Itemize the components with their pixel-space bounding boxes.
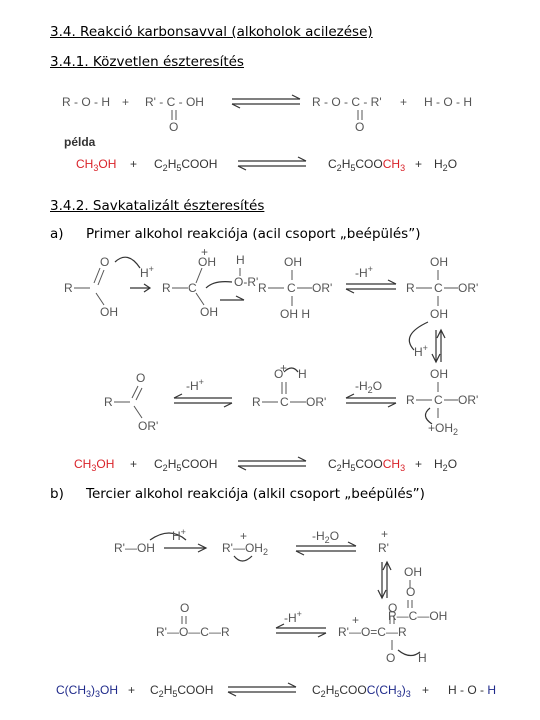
plus-sign: + [422, 683, 429, 697]
oh-h: O [386, 651, 395, 665]
minus-proton: -H+ [284, 609, 302, 625]
carbonyl-o-label: O [180, 601, 189, 615]
or-prime: OR' [458, 281, 478, 295]
plus-sign: + [201, 245, 208, 259]
oh-group: OH [430, 367, 448, 381]
acid-oh: OH [404, 565, 422, 579]
plus-sign: + [381, 527, 388, 541]
acid-chain: R—C—OH [388, 609, 447, 623]
tert-butanol: C(CH3)3OH [56, 683, 118, 699]
protonated-o: O [274, 367, 283, 381]
protonated-alcohol: R'—OH2 [222, 541, 268, 557]
plus-sign: + [280, 361, 287, 375]
carbon: C [434, 393, 443, 407]
or-prime: OR' [458, 393, 478, 407]
acid-carbonyl-oxygen: O [169, 120, 178, 134]
proton: H+ [172, 527, 186, 543]
oh2-plus: +OH2 [428, 421, 458, 437]
or-prime: OR' [306, 395, 326, 409]
carbonyl-oxygen: O [100, 255, 109, 269]
r-group: R [64, 281, 73, 295]
r-group: R [258, 281, 267, 295]
reactant-alcohol: R - O - H [62, 95, 110, 109]
product-water: H - O - H [424, 95, 472, 109]
propanoic-acid: C2H5COOH [154, 157, 217, 173]
r-group: R [162, 281, 171, 295]
reactant-acid: R' - C - OH [145, 95, 204, 109]
plus-sign: + [415, 157, 422, 171]
carbon: C [434, 281, 443, 295]
water: H - O - H [448, 683, 496, 697]
oxonium-chain: R'—O=C—R [338, 625, 407, 639]
methanol: CH3OH [74, 457, 114, 473]
example-equation-3: C(CH3)3OH + C2H5COOH C2H5COOC(CH3)3 + H … [56, 682, 496, 699]
plus-sign: + [130, 457, 137, 471]
mechanism-b: R'—OH H+ R'—OH2 + -H2O R' + OH O R—C—OH … [114, 527, 447, 665]
oh-group: OH [284, 255, 302, 269]
or-prime: OR' [138, 419, 158, 433]
oh-h-group: OH H [280, 307, 310, 321]
example-label: példa [64, 135, 96, 149]
propanoic-acid: C2H5COOH [154, 457, 217, 473]
section-title: 3.4. Reakció karbonsavval (alkoholok aci… [50, 24, 373, 40]
plus-sign: + [130, 157, 137, 171]
protonated-oh: OH [198, 255, 216, 269]
acid-carbonyl-o: O [406, 585, 415, 599]
item-a-text: Primer alkohol reakciója (acil csoport „… [86, 226, 421, 242]
hydrogen: H [236, 253, 245, 267]
minus-water: -H2O [312, 529, 339, 545]
carbon: C [188, 281, 197, 295]
plus-sign: + [128, 683, 135, 697]
item-b-text: Tercier alkohol reakciója (alkil csoport… [86, 486, 425, 502]
methanol: CH3OH [76, 157, 116, 173]
example-equation-1: CH3OH + C2H5COOH C2H5COOCH3 + H2O [76, 156, 457, 173]
minus-proton: -H+ [355, 264, 373, 280]
mechanism-a: R O OH H+ R C OH + OH H O-R' OH R C OR' [64, 245, 478, 437]
propanoic-acid: C2H5COOH [150, 683, 213, 699]
subsection-direct-title: 3.4.1. Közvetlen észteresítés [50, 54, 244, 70]
carbonyl-oxygen: O [136, 371, 145, 385]
plus-sign: + [122, 95, 129, 109]
hydrogen: H [298, 367, 307, 381]
curved-arrow [114, 256, 141, 269]
product-ester: R - O - C - R' [312, 95, 382, 109]
oh-group: OH [430, 307, 448, 321]
plus-sign: + [415, 457, 422, 471]
ester-chain: R'—O—C—R [156, 625, 230, 639]
hydroxyl: OH [200, 305, 218, 319]
methyl-propanoate: C2H5COOCH3 [328, 157, 405, 173]
r-group: R [406, 393, 415, 407]
plus-sign: + [400, 95, 407, 109]
or-prime: OR' [312, 281, 332, 295]
direct-esterification-scheme: R - O - H + R' - C - OH O R - O - C - R'… [62, 94, 472, 149]
water: H2O [434, 157, 457, 173]
r-group: R [252, 395, 261, 409]
ester-carbonyl-oxygen: O [355, 120, 364, 134]
tertiary-alcohol: R'—OH [114, 541, 155, 555]
proton: H+ [414, 343, 428, 359]
carbonyl-o-label: O [388, 601, 397, 615]
r-group: R [406, 281, 415, 295]
hydrogen: H [418, 651, 427, 665]
water: H2O [434, 457, 457, 473]
hydroxyl: OH [100, 305, 118, 319]
alcohol-oxygen: O-R' [234, 275, 258, 289]
item-a-label: a) [50, 226, 64, 242]
r-group: R [104, 395, 113, 409]
oh-group: OH [430, 255, 448, 269]
proton: H+ [140, 264, 154, 280]
item-b-label: b) [50, 486, 64, 502]
carbocation: R' [378, 541, 389, 555]
carbon: C [287, 281, 296, 295]
example-equation-2: CH3OH + C2H5COOH C2H5COOCH3 + H2O [74, 456, 457, 473]
plus-sign: + [240, 529, 247, 543]
methyl-propanoate: C2H5COOCH3 [328, 457, 405, 473]
carbon: C [280, 395, 289, 409]
tert-butyl-propanoate: C2H5COOC(CH3)3 [312, 683, 411, 699]
plus-sign: + [352, 613, 359, 627]
minus-proton: -H+ [186, 377, 204, 393]
minus-water: -H2O [355, 379, 382, 395]
subsection-acid-catalyzed-title: 3.4.2. Savkatalizált észteresítés [50, 198, 265, 214]
